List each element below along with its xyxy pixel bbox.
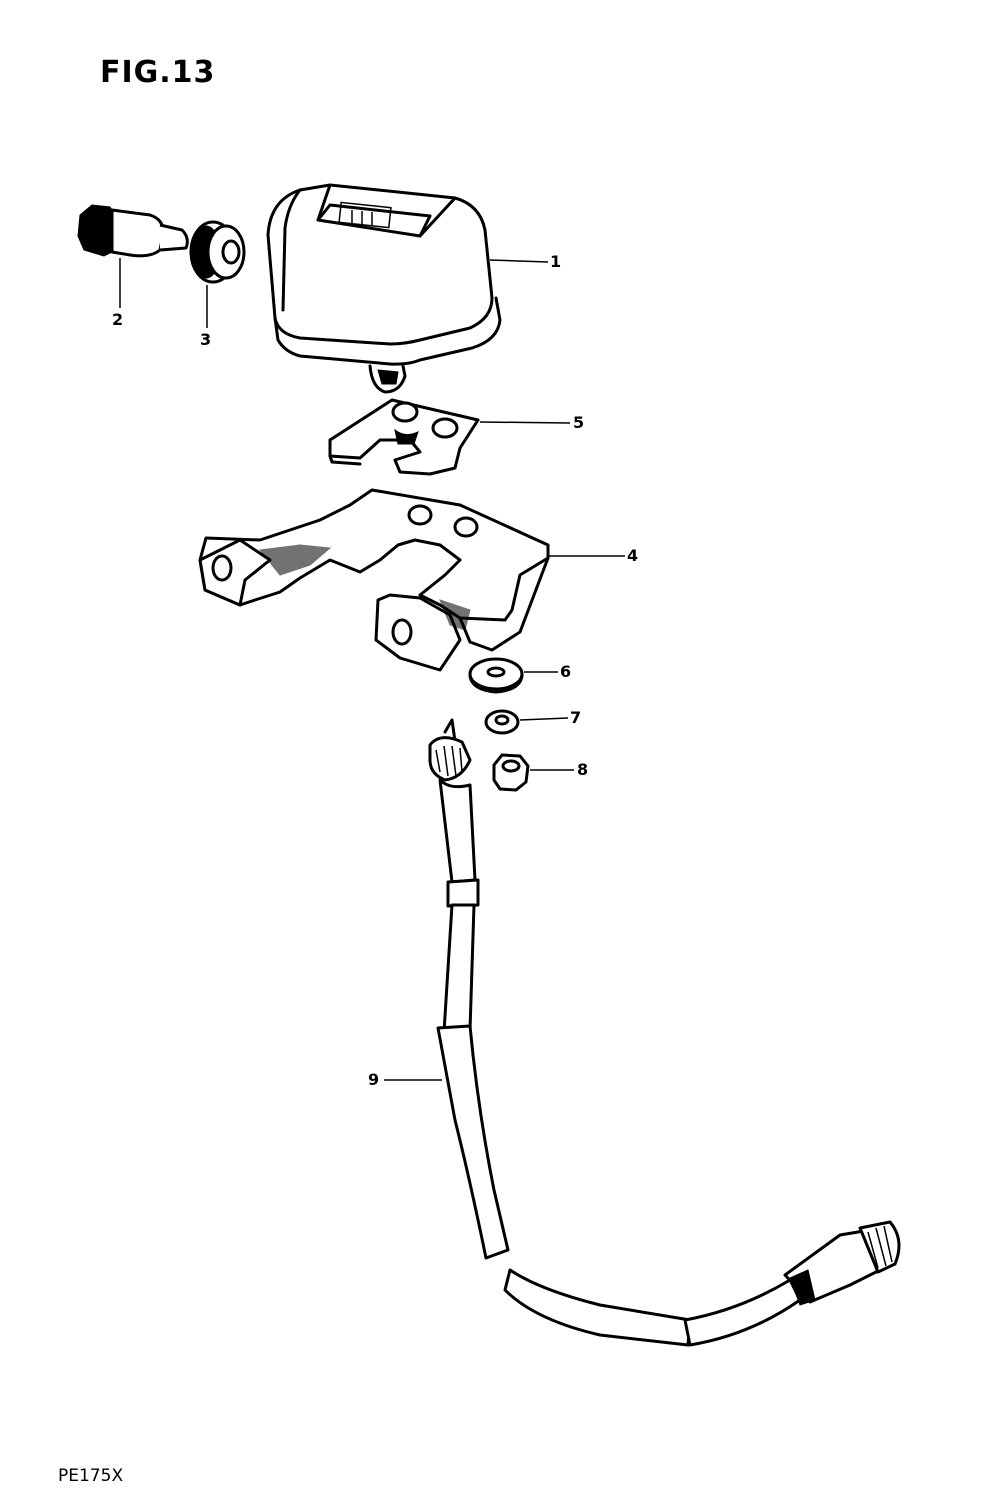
callout-1: 1 (550, 252, 562, 271)
model-code: PE175X (58, 1466, 124, 1486)
part-3-grommet (189, 220, 246, 284)
leader-lines (119, 258, 625, 1081)
callout-8: 8 (577, 760, 589, 779)
callout-4: 4 (627, 546, 639, 565)
part-7-lock-washer (484, 709, 520, 735)
figure-title: FIG.13 (100, 55, 216, 90)
callout-5: 5 (573, 413, 585, 432)
part-2-sender-switch (77, 204, 189, 258)
part-4-bracket (198, 488, 550, 672)
part-1-regulator-box (266, 183, 502, 394)
part-9-cable (428, 718, 901, 1347)
callout-3: 3 (200, 330, 212, 349)
part-5-plate (328, 398, 480, 476)
callout-7: 7 (570, 708, 582, 727)
callout-6: 6 (560, 662, 572, 681)
callout-9: 9 (368, 1070, 380, 1089)
part-8-nut (492, 753, 530, 792)
part-6-washer (468, 657, 524, 694)
callout-2: 2 (112, 310, 124, 329)
